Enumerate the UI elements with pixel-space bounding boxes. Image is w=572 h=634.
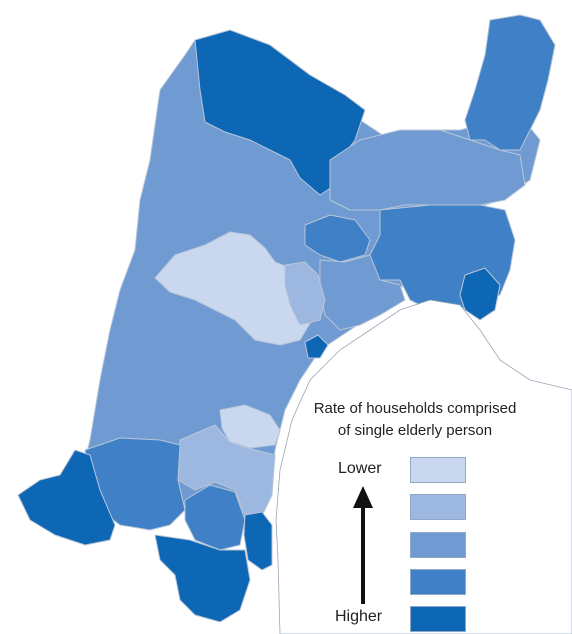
region-south-central-lightest bbox=[219, 404, 281, 449]
legend-swatch-level4 bbox=[410, 569, 466, 595]
region-south-level4 bbox=[184, 484, 246, 551]
legend-swatch-level3 bbox=[410, 532, 466, 558]
region-far-southwest-dark bbox=[17, 449, 116, 546]
region-northeast-mid bbox=[329, 129, 526, 211]
region-coastal-city-dark bbox=[304, 334, 329, 359]
legend-arrow bbox=[353, 486, 373, 604]
region-center-east-level4 bbox=[304, 214, 371, 263]
region-central-level2 bbox=[284, 261, 326, 326]
legend-title-line2: of single elderly person bbox=[337, 422, 493, 439]
region-northeast-peninsula bbox=[464, 14, 556, 151]
region-north-dark bbox=[194, 29, 366, 196]
legend-swatch-level2 bbox=[410, 494, 466, 520]
legend-low-label: Lower bbox=[338, 460, 382, 477]
legend-high-label: Higher bbox=[335, 608, 383, 625]
legend-swatch-level1 bbox=[410, 457, 466, 483]
region-south-coast-dark bbox=[243, 511, 273, 571]
legend-swatch-level5 bbox=[410, 606, 466, 632]
region-south-dark bbox=[154, 534, 251, 623]
region-east-city-dark bbox=[459, 267, 501, 321]
region-mid-coast bbox=[319, 254, 406, 331]
legend-title-line1: Rate of households comprised bbox=[313, 400, 517, 417]
arrow-up-icon bbox=[353, 486, 373, 508]
